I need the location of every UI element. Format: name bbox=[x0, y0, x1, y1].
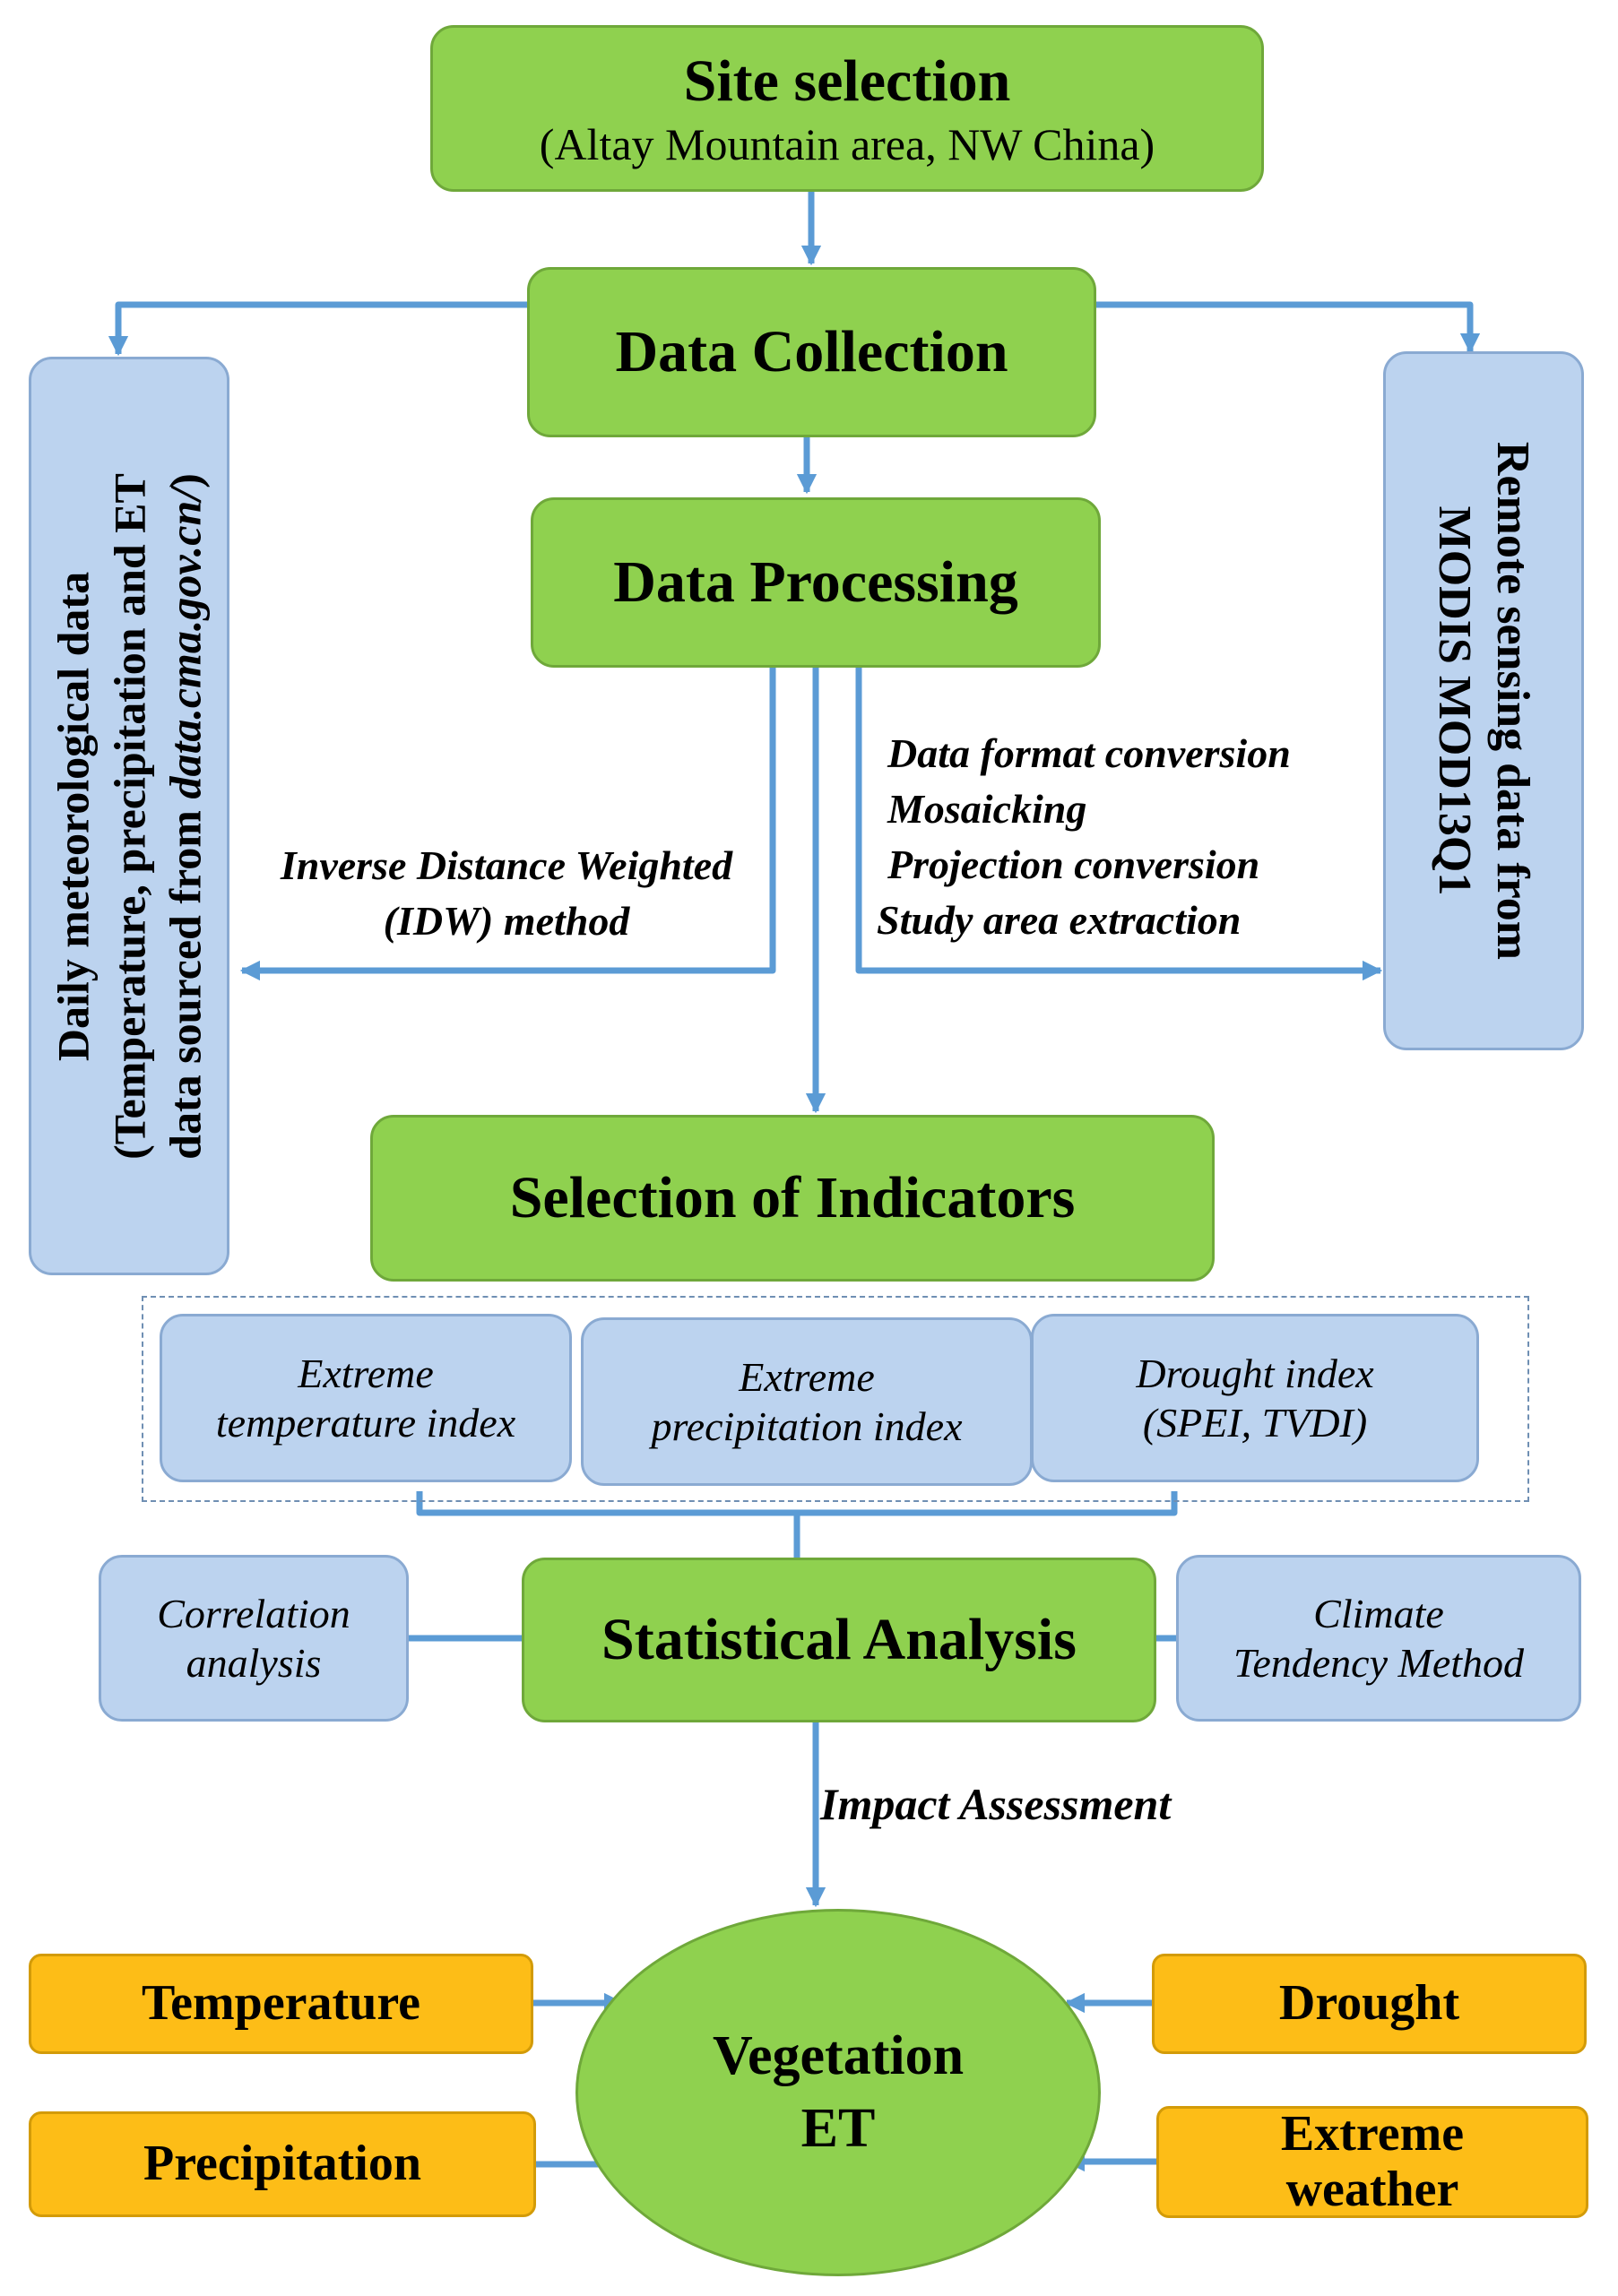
drought-factor-box: Drought bbox=[1152, 1954, 1587, 2054]
remote-line-1: Remote sensing data from bbox=[1487, 441, 1538, 961]
extreme-temperature-line-1: Extreme bbox=[298, 1350, 434, 1396]
step-format-conversion: Data format conversion bbox=[887, 730, 1291, 776]
vegetation-et-ellipse: Vegetation ET bbox=[575, 1909, 1101, 2276]
statistical-analysis-box: Statistical Analysis bbox=[522, 1558, 1156, 1722]
meteo-source-link: data.cma.gov.cn/ bbox=[160, 488, 211, 799]
meteorological-data-box: Daily meteorological data (Temperature, … bbox=[29, 357, 229, 1275]
idw-method-label: Inverse Distance Weighted (IDW) method bbox=[255, 838, 757, 949]
extreme-precipitation-index-box: Extreme precipitation index bbox=[581, 1317, 1033, 1486]
climate-tendency-box: Climate Tendency Method bbox=[1176, 1555, 1581, 1722]
temperature-factor-label: Temperature bbox=[141, 1975, 421, 2032]
site-selection-title: Site selection bbox=[683, 48, 1011, 115]
meteorological-data-text: Daily meteorological data (Temperature, … bbox=[45, 473, 213, 1160]
selection-of-indicators-title: Selection of Indicators bbox=[509, 1165, 1076, 1231]
extreme-weather-line-1: Extreme bbox=[1280, 2105, 1465, 2162]
meteo-line-3: data sourced from data.cma.gov.cn/) bbox=[160, 472, 211, 1160]
step-projection-conversion: Projection conversion bbox=[887, 842, 1260, 888]
remote-sensing-text: Remote sensing data from MODIS MOD13Q1 bbox=[1425, 442, 1542, 960]
drought-factor-label: Drought bbox=[1278, 1975, 1460, 2032]
processing-steps-label: Data format conversion Mosaicking Projec… bbox=[877, 726, 1291, 948]
extreme-temperature-index-box: Extreme temperature index bbox=[160, 1314, 572, 1482]
data-processing-title: Data Processing bbox=[613, 549, 1018, 616]
correlation-line-2: analysis bbox=[186, 1640, 322, 1686]
data-collection-box: Data Collection bbox=[527, 267, 1096, 437]
idw-line-1: Inverse Distance Weighted bbox=[280, 842, 733, 888]
arrow-collection-to-meteo bbox=[108, 301, 529, 357]
remote-line-2: MODIS MOD13Q1 bbox=[1429, 505, 1480, 896]
climate-tendency-line-2: Tendency Method bbox=[1233, 1640, 1525, 1686]
site-selection-box: Site selection (Altay Mountain area, NW … bbox=[430, 25, 1264, 192]
data-collection-title: Data Collection bbox=[615, 319, 1008, 385]
data-processing-box: Data Processing bbox=[531, 497, 1101, 668]
indicators-group bbox=[142, 1296, 1529, 1502]
climate-tendency-line-1: Climate bbox=[1313, 1590, 1444, 1636]
precipitation-factor-box: Precipitation bbox=[29, 2111, 536, 2217]
arrow-collection-to-remote bbox=[1095, 301, 1481, 354]
remote-sensing-box: Remote sensing data from MODIS MOD13Q1 bbox=[1383, 351, 1584, 1050]
extreme-weather-factor-box: Extreme weather bbox=[1156, 2106, 1588, 2218]
correlation-line-1: Correlation bbox=[157, 1590, 350, 1636]
extreme-temperature-line-2: temperature index bbox=[215, 1400, 516, 1446]
drought-index-box: Drought index (SPEI, TVDI) bbox=[1031, 1314, 1479, 1482]
idw-line-2: (IDW) method bbox=[383, 898, 630, 945]
step-mosaicking: Mosaicking bbox=[887, 786, 1087, 833]
meteo-line-1: Daily meteorological data bbox=[48, 571, 99, 1061]
impact-assessment-label: Impact Assessment bbox=[820, 1779, 1172, 1829]
step-study-area-extraction: Study area extraction bbox=[877, 897, 1242, 944]
correlation-analysis-box: Correlation analysis bbox=[99, 1555, 409, 1722]
statistical-analysis-title: Statistical Analysis bbox=[601, 1607, 1077, 1673]
drought-index-line-1: Drought index bbox=[1136, 1350, 1374, 1396]
meteo-line-2: (Temperature, precipitation and ET bbox=[103, 472, 154, 1160]
drought-index-line-2: (SPEI, TVDI) bbox=[1142, 1400, 1368, 1446]
extreme-precipitation-line-2: precipitation index bbox=[651, 1403, 963, 1449]
meteo-line-3-prefix: data sourced from bbox=[160, 798, 211, 1160]
precipitation-factor-label: Precipitation bbox=[143, 2136, 422, 2192]
temperature-factor-box: Temperature bbox=[29, 1954, 533, 2054]
site-selection-subtitle: (Altay Mountain area, NW China) bbox=[539, 118, 1155, 169]
extreme-weather-line-2: weather bbox=[1285, 2161, 1459, 2217]
vegetation-et-line-2: ET bbox=[800, 2098, 876, 2159]
extreme-precipitation-line-1: Extreme bbox=[739, 1353, 875, 1400]
vegetation-et-line-1: Vegetation bbox=[712, 2025, 965, 2087]
selection-of-indicators-box: Selection of Indicators bbox=[370, 1115, 1215, 1282]
